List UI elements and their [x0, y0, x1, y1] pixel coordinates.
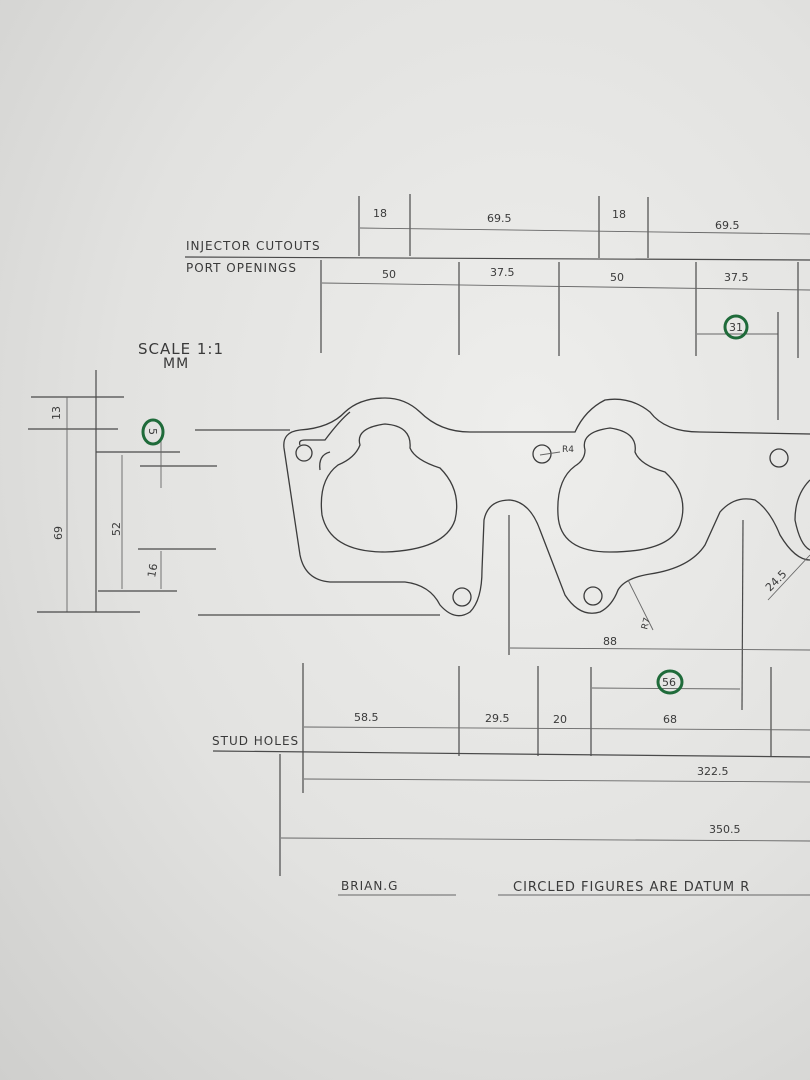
scale-label: SCALE 1:1	[138, 340, 224, 358]
left-dim: 69	[52, 526, 65, 540]
left-dim: 16	[145, 562, 160, 578]
port-dim: 37.5	[724, 271, 749, 284]
stud-dim: 29.5	[485, 712, 510, 725]
datum-figure: 5	[146, 428, 159, 435]
injector-row-label: INJECTOR CUTOUTS	[186, 239, 321, 253]
stud-dim: 58.5	[354, 711, 379, 724]
radius-label: R7	[640, 617, 653, 631]
port-dim: 50	[382, 268, 396, 281]
injector-dim: 69.5	[715, 219, 740, 232]
datum-circle	[141, 418, 165, 446]
datum-circle	[656, 669, 684, 695]
overall-dim: 322.5	[697, 765, 729, 778]
port-dim: 37.5	[490, 266, 515, 279]
port-row: PORT OPENINGS 50 37.5 50 37.5 31	[186, 260, 810, 420]
injector-dim: 18	[612, 208, 626, 221]
left-dim: 13	[50, 406, 63, 420]
gasket-outline: R4 R7 24.5	[283, 397, 810, 631]
dim-label: 88	[603, 635, 617, 648]
author-name: BRIAN.G	[341, 879, 398, 893]
radius-label: R4	[562, 445, 574, 455]
stud-row-label: STUD HOLES	[212, 734, 299, 748]
left-dim: 52	[110, 522, 123, 536]
datum-figure: 31	[729, 321, 743, 334]
port-dim: 50	[610, 271, 624, 284]
stud-dim: 68	[663, 713, 677, 726]
injector-dim: 69.5	[487, 212, 512, 225]
stud-row: STUD HOLES 58.5 29.5 20 68 322.5 350.5	[212, 663, 810, 876]
datum-note: CIRCLED FIGURES ARE DATUM R	[513, 880, 750, 895]
injector-dim: 18	[373, 207, 387, 220]
units-label: MM	[163, 356, 189, 372]
overall-dim: 350.5	[709, 823, 741, 836]
stud-dim: 20	[553, 713, 567, 726]
datum-circle	[723, 314, 749, 340]
datum-figure: 56	[662, 676, 676, 689]
left-dimensions: 13 69 52 16 5	[28, 370, 440, 616]
injector-row: INJECTOR CUTOUTS 18 69.5 18 69.5	[184, 194, 810, 261]
port-row-label: PORT OPENINGS	[186, 261, 297, 275]
